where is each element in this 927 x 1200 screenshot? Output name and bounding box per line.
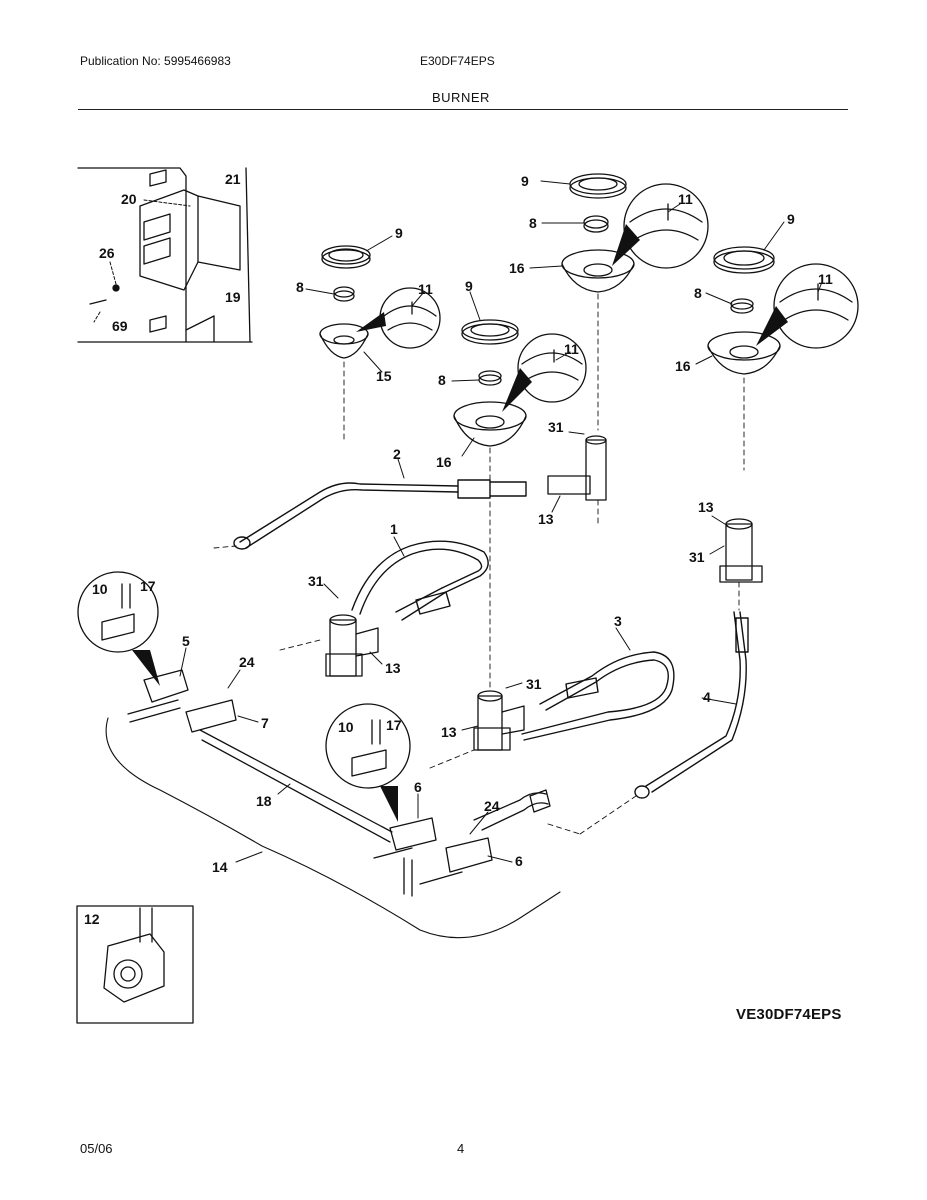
callout-8-front-center: 8 xyxy=(438,372,446,388)
callout-9-right: 9 xyxy=(787,211,795,227)
callout-26: 26 xyxy=(99,245,115,261)
callout-16-right: 16 xyxy=(675,358,691,374)
callout-8-rear-center: 8 xyxy=(529,215,537,231)
callout-8-right: 8 xyxy=(694,285,702,301)
leader-lines xyxy=(179,180,823,863)
magnifier-wedge-right xyxy=(756,306,788,346)
variant-code: VE30DF74EPS xyxy=(736,1006,842,1023)
callout-13-left: 13 xyxy=(385,660,401,676)
callout-5: 5 xyxy=(182,633,190,649)
callout-11-right: 11 xyxy=(818,271,833,287)
magnifier-wedge-switch-lower xyxy=(380,786,398,822)
model-number: E30DF74EPS xyxy=(420,54,495,68)
callout-12: 12 xyxy=(84,911,100,927)
callout-17-lower: 17 xyxy=(386,717,402,733)
callout-13-rear: 13 xyxy=(538,511,554,527)
callout-16-rear-center: 16 xyxy=(509,260,525,276)
callout-10-lower: 10 xyxy=(338,719,354,735)
ignitor-inset xyxy=(77,167,253,343)
callout-16-front-center: 16 xyxy=(436,454,452,470)
callout-31-left: 31 xyxy=(308,573,324,589)
callout-31-right: 31 xyxy=(689,549,705,565)
callout-11-rear-center: 11 xyxy=(678,191,693,207)
burner-front-center xyxy=(453,319,587,447)
callout-17-upper: 17 xyxy=(140,578,156,594)
callout-9-front-center: 9 xyxy=(465,278,473,294)
switch-inset-upper xyxy=(77,571,159,653)
callout-24-upper: 24 xyxy=(239,654,255,670)
callout-10-upper: 10 xyxy=(92,581,108,597)
callout-20: 20 xyxy=(121,191,137,207)
callout-18: 18 xyxy=(256,793,272,809)
callout-31-rear: 31 xyxy=(548,419,564,435)
footer-date: 05/06 xyxy=(80,1141,113,1156)
magnifier-wedge-rear xyxy=(612,224,640,266)
callout-6-lower: 6 xyxy=(515,853,523,869)
burner-right xyxy=(707,246,859,375)
callout-11-front-center: 11 xyxy=(564,341,579,357)
callout-31-front: 31 xyxy=(526,676,542,692)
section-title: BURNER xyxy=(432,90,490,105)
callout-15-left: 15 xyxy=(376,368,392,384)
switch-inset-lower xyxy=(325,703,411,789)
callout-69: 69 xyxy=(112,318,128,334)
callout-6-upper: 6 xyxy=(414,779,422,795)
callout-9-left: 9 xyxy=(395,225,403,241)
callout-19: 19 xyxy=(225,289,241,305)
alignment-lines xyxy=(213,293,745,835)
magnifier-wedge-front xyxy=(502,368,532,412)
callout-21: 21 xyxy=(225,171,241,187)
magnifier-wedge-left xyxy=(356,312,386,332)
header-divider xyxy=(78,109,848,110)
callout-8-left: 8 xyxy=(296,279,304,295)
callout-14: 14 xyxy=(212,859,228,875)
regulator-inset xyxy=(76,905,194,1024)
publication-number: Publication No: 5995466983 xyxy=(80,54,231,68)
callout-3: 3 xyxy=(614,613,622,629)
burner-left xyxy=(319,245,441,359)
callout-11-left: 11 xyxy=(418,281,433,297)
wire-harness xyxy=(105,717,561,939)
page-number: 4 xyxy=(457,1141,465,1156)
callout-7: 7 xyxy=(261,715,269,731)
callout-2: 2 xyxy=(393,446,401,462)
burner-holders xyxy=(325,435,763,751)
callout-13-front: 13 xyxy=(441,724,457,740)
callout-9-rear-center: 9 xyxy=(521,173,529,189)
callout-13-right: 13 xyxy=(698,499,714,515)
burner-rear-center xyxy=(561,173,709,293)
gas-tubes xyxy=(233,479,749,799)
callout-numbers: 21 20 26 19 69 9 8 16 11 9 8 16 11 9 8 1… xyxy=(84,171,833,927)
callout-1: 1 xyxy=(390,521,398,537)
callout-4: 4 xyxy=(703,689,711,705)
manifold-assembly xyxy=(127,669,551,897)
magnifier-wedge-switch-upper xyxy=(132,650,160,686)
callout-24-lower: 24 xyxy=(484,798,500,814)
